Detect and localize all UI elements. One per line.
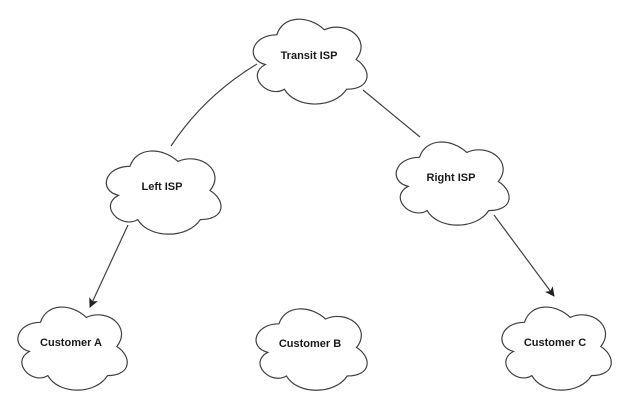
cloud-shape-right-isp xyxy=(395,141,510,226)
node-label-left-isp: Left ISP xyxy=(142,181,183,193)
node-customer-c: Customer C xyxy=(501,306,612,391)
cloud-shape-customer-a xyxy=(17,306,128,391)
node-label-right-isp: Right ISP xyxy=(427,172,476,184)
node-label-customer-b: Customer B xyxy=(279,338,341,350)
cloud-shape-customer-b xyxy=(255,308,368,391)
node-right-isp: Right ISP xyxy=(395,141,510,226)
edge-right-isp-to-customer-c xyxy=(493,214,555,297)
edge-transit-isp-to-left-isp xyxy=(170,63,258,147)
edge-left-isp-to-customer-a xyxy=(89,224,129,308)
cloud-shape-customer-c xyxy=(501,306,612,391)
node-left-isp: Left ISP xyxy=(105,150,222,235)
node-label-transit-isp: Transit ISP xyxy=(281,50,338,62)
node-label-customer-a: Customer A xyxy=(40,337,102,349)
node-transit-isp: Transit ISP xyxy=(252,18,368,105)
node-customer-a: Customer A xyxy=(17,306,128,391)
cloud-shape-transit-isp xyxy=(252,18,368,105)
node-customer-b: Customer B xyxy=(255,308,368,391)
cloud-shape-left-isp xyxy=(105,150,222,235)
node-label-customer-c: Customer C xyxy=(524,337,586,349)
edge-transit-isp-to-right-isp xyxy=(362,89,421,138)
